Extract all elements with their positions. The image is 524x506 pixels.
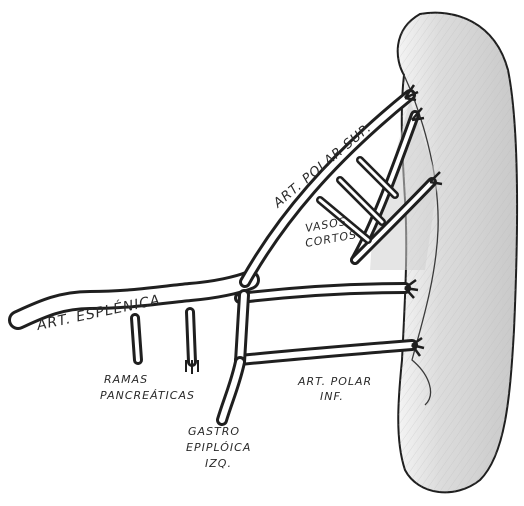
label-gastroepiploic-3: IZQ.	[205, 457, 232, 470]
label-pancreatic-branches-2: PANCREÁTICAS	[100, 389, 195, 402]
label-inferior-polar-artery-1: ART. POLAR	[297, 375, 372, 388]
label-inferior-polar-artery-2: INF.	[320, 390, 344, 403]
label-gastroepiploic-2: EPIPLÓICA	[186, 441, 251, 454]
label-pancreatic-branches-1: RAMAS	[104, 373, 148, 386]
label-gastroepiploic-1: GASTRO	[188, 425, 240, 438]
spleen	[370, 13, 517, 493]
